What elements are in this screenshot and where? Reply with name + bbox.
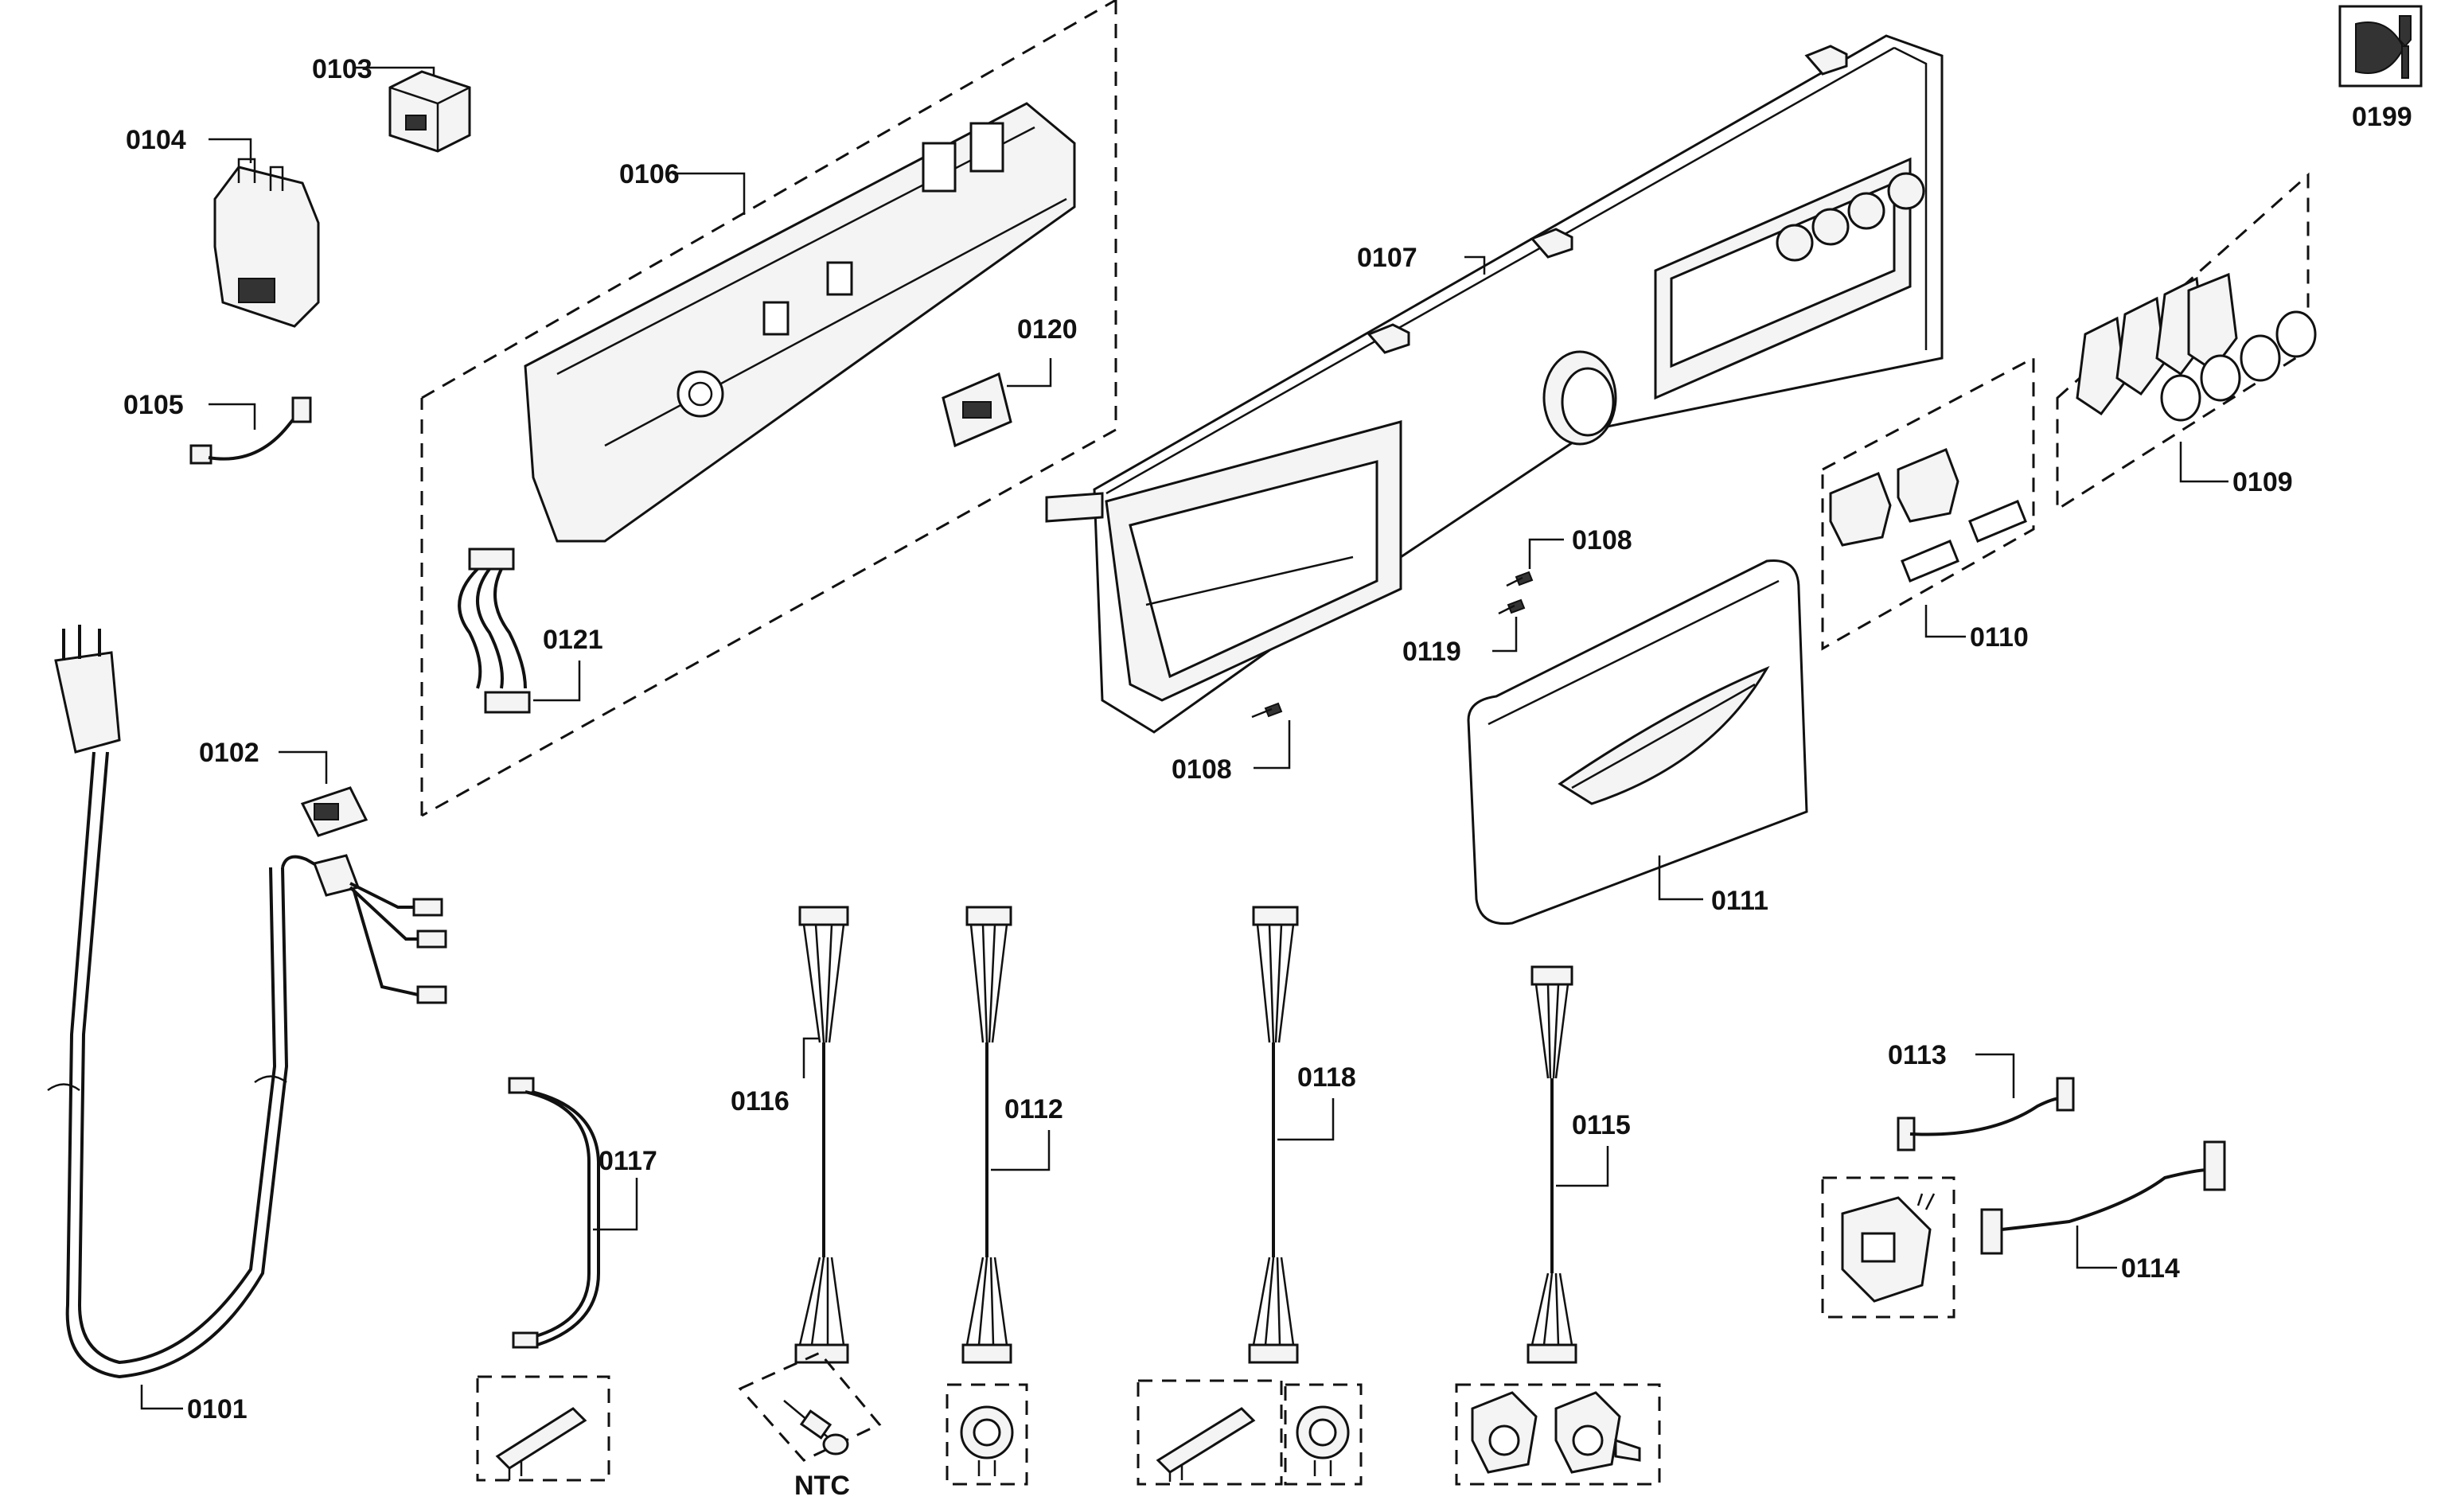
- box-0118-pressure-switch: [1284, 1383, 1363, 1486]
- group-outline-0106: [420, 0, 1117, 817]
- part-0108-screw-upper: [1506, 571, 1534, 587]
- heater-element-icon: [495, 1407, 587, 1480]
- ntc-sensor-icon: [783, 1400, 849, 1455]
- part-label-0119: 0119: [1402, 637, 1461, 667]
- part-label-0112: 0112: [1004, 1094, 1063, 1124]
- part-0120-selector-board: [942, 372, 1012, 448]
- part-label-0118: 0118: [1297, 1062, 1356, 1093]
- box-0112-pressure-switch: [946, 1383, 1028, 1486]
- part-0121-harness: [458, 548, 531, 714]
- pressure-switch-icon: [960, 1405, 1014, 1476]
- part-0112-harness: [961, 906, 1012, 1364]
- part-0103-filter-cube: [388, 70, 471, 153]
- heater-element-icon-0118: [1156, 1407, 1256, 1482]
- part-0119-screw: [1498, 598, 1526, 615]
- part-label-0107: 0107: [1357, 243, 1417, 273]
- part-label-0115: 0115: [1572, 1110, 1631, 1140]
- part-label-0120: 0120: [1017, 314, 1078, 345]
- pressure-switch-icon-0118: [1296, 1405, 1350, 1476]
- part-0115-harness: [1527, 965, 1577, 1364]
- pump-icon-1: [1471, 1391, 1538, 1474]
- pump-icon-2: [1554, 1391, 1641, 1474]
- part-label-0113: 0113: [1888, 1040, 1947, 1070]
- part-label-0101: 0101: [187, 1394, 248, 1424]
- part-0101-power-cord: [47, 625, 335, 1379]
- part-label-0111: 0111: [1711, 886, 1768, 916]
- part-label-0116: 0116: [731, 1086, 790, 1116]
- box-0118-heater: [1137, 1379, 1283, 1486]
- part-0107-control-panel: [1045, 34, 1944, 734]
- box-0117-heater: [476, 1375, 610, 1482]
- part-label-0106: 0106: [619, 159, 680, 189]
- part-0105-short-cable: [189, 396, 312, 465]
- part-0106-control-module: [524, 102, 1076, 543]
- part-label-0102: 0102: [199, 738, 259, 768]
- part-0104-suppressor: [213, 158, 320, 328]
- part-label-0110: 0110: [1970, 622, 2029, 653]
- group-outline-0110: [1821, 356, 2035, 651]
- part-0117-harness: [508, 1077, 600, 1349]
- box-0115-pumps: [1455, 1383, 1661, 1486]
- part-0109-keys: [2076, 272, 2317, 422]
- part-0111-dispenser-handle: [1467, 559, 1808, 926]
- part-label-0109: 0109: [2232, 467, 2293, 497]
- box-0116-ntc: [738, 1351, 882, 1462]
- part-0110-buttons: [1829, 448, 2027, 583]
- part-label-0121: 0121: [543, 625, 603, 655]
- door-lock-icon: [1841, 1193, 1936, 1303]
- part-0102-strain-relief: [300, 786, 447, 1004]
- part-label-0105: 0105: [123, 390, 184, 420]
- ntc-label: NTC: [794, 1471, 850, 1501]
- part-label-0108-upper: 0108: [1572, 525, 1632, 555]
- box-0113-door-lock: [1821, 1176, 1955, 1319]
- part-label-0117: 0117: [599, 1146, 657, 1176]
- part-0118-harness: [1248, 906, 1299, 1364]
- service-manual-wrench-icon: [2338, 5, 2423, 88]
- part-0113-cable: [1897, 1077, 2075, 1152]
- part-0116-harness: [794, 906, 849, 1364]
- part-label-0104: 0104: [126, 125, 186, 155]
- part-label-0103: 0103: [312, 54, 372, 84]
- part-label-0108-lower: 0108: [1172, 754, 1232, 785]
- part-label-0199: 0199: [2352, 102, 2412, 132]
- part-0108-screw-lower: [1251, 702, 1283, 719]
- part-0114-cable: [1980, 1140, 2226, 1255]
- part-label-0114: 0114: [2121, 1253, 2180, 1284]
